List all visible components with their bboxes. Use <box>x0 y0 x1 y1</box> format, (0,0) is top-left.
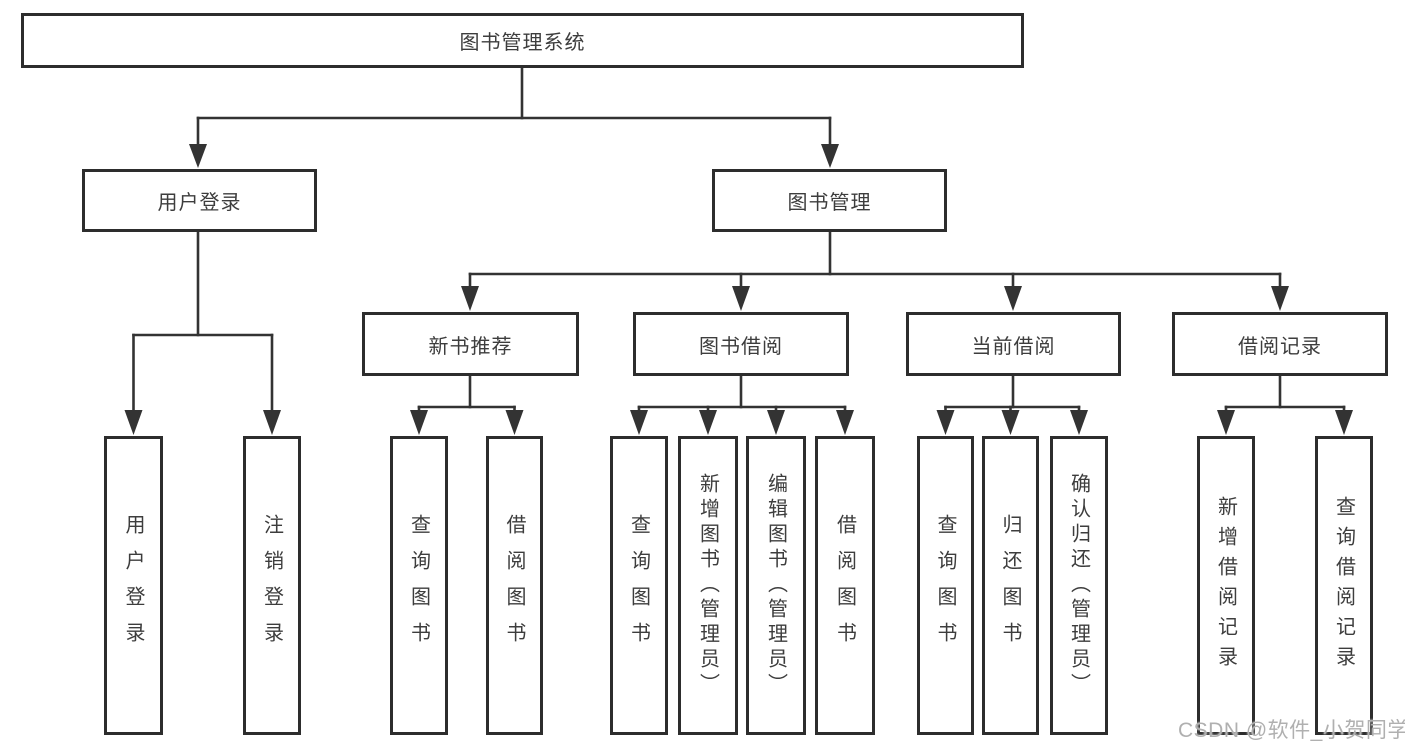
node-root-library-management-system: 图书管理系统 <box>21 13 1024 68</box>
node-label: 当前借阅 <box>971 335 1056 358</box>
node-label: 图书管理系统 <box>459 32 586 54</box>
connector-book-borrowing-children <box>630 374 854 435</box>
node-user-login: 用户登录 <box>82 169 317 232</box>
connector-root-to-level2 <box>189 66 839 168</box>
node-label: 用户登录 <box>157 192 242 214</box>
connector-new-book-recommend-children <box>410 374 524 435</box>
leaf-label: 借阅图书 <box>503 513 525 658</box>
node-book-management: 图书管理 <box>712 169 947 232</box>
leaf-borrowing-edit-books-admin: 编辑图书（管理员） <box>746 436 806 735</box>
node-current-borrowing: 当前借阅 <box>906 312 1121 376</box>
leaf-label: 确认归还（管理员） <box>1067 473 1090 698</box>
leaf-borrowing-query-books: 查询图书 <box>610 436 668 735</box>
node-borrowing-records: 借阅记录 <box>1172 312 1388 376</box>
leaf-label: 注销登录 <box>260 513 283 658</box>
node-new-book-recommend: 新书推荐 <box>362 312 579 376</box>
leaf-current-return-books: 归还图书 <box>982 436 1039 735</box>
leaf-recommend-borrow-books: 借阅图书 <box>486 436 543 735</box>
leaf-records-query-record: 查询借阅记录 <box>1315 436 1373 735</box>
connector-user-login-children <box>124 230 281 435</box>
csdn-watermark: CSDN @软件_小贺同学 <box>1178 719 1405 742</box>
leaf-records-add-record: 新增借阅记录 <box>1197 436 1255 735</box>
leaf-borrowing-borrow-books: 借阅图书 <box>815 436 875 735</box>
leaf-current-confirm-return-admin: 确认归还（管理员） <box>1050 436 1108 735</box>
leaf-label: 归还图书 <box>999 513 1021 658</box>
connector-book-management-children <box>461 230 1289 311</box>
leaf-recommend-query-books: 查询图书 <box>390 436 448 735</box>
leaf-label: 新增图书（管理员） <box>696 473 719 698</box>
leaf-user-login: 用户登录 <box>104 436 163 735</box>
leaf-borrowing-add-books-admin: 新增图书（管理员） <box>678 436 738 735</box>
node-book-borrowing: 图书借阅 <box>633 312 849 376</box>
leaf-label: 用户登录 <box>122 513 144 658</box>
leaf-label: 借阅图书 <box>833 513 856 658</box>
leaf-label: 查询图书 <box>934 513 956 658</box>
leaf-logout: 注销登录 <box>243 436 301 735</box>
leaf-label: 查询借阅记录 <box>1332 495 1355 676</box>
leaf-label: 新增借阅记录 <box>1214 495 1237 676</box>
leaf-label: 查询图书 <box>407 513 430 658</box>
node-label: 新书推荐 <box>428 335 513 358</box>
leaf-label: 查询图书 <box>627 513 650 658</box>
connector-borrowing-records-children <box>1217 374 1353 435</box>
node-label: 图书借阅 <box>699 335 783 358</box>
connector-current-borrowing-children <box>936 374 1088 435</box>
node-label: 借阅记录 <box>1238 335 1322 358</box>
leaf-label: 编辑图书（管理员） <box>764 473 787 698</box>
node-label: 图书管理 <box>787 192 872 214</box>
leaf-current-query-books: 查询图书 <box>917 436 974 735</box>
